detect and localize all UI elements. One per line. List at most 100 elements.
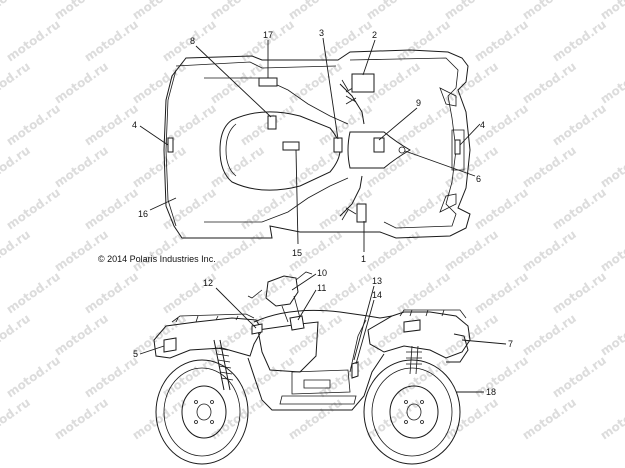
watermark-text: motod.ru (52, 227, 111, 274)
watermark-text: motod.ru (520, 59, 579, 106)
leader-12 (215, 287, 257, 329)
side-view-front-bumper (446, 333, 469, 363)
watermark-text: motod.ru (550, 17, 609, 64)
watermark-text: motod.ru (442, 395, 501, 442)
rear-wheel (155, 359, 249, 465)
watermark-text: motod.ru (394, 269, 453, 316)
callout-1: 1 (361, 254, 366, 264)
callout-17: 17 (263, 30, 273, 40)
side-view-engine (291, 369, 351, 395)
leader-6 (404, 150, 476, 177)
watermark-text: motod.ru (598, 227, 625, 274)
leader-4-right (459, 123, 481, 146)
watermark-text: motod.ru (472, 353, 531, 400)
callout-15: 15 (292, 248, 302, 258)
top-view-handlebar (339, 83, 365, 217)
leader-16 (149, 197, 177, 211)
watermark-text: motod.ru (598, 311, 625, 358)
callout-8: 8 (190, 36, 195, 46)
watermark-text: motod.ru (208, 143, 267, 190)
watermark-text: motod.ru (52, 395, 111, 442)
watermark-text: motod.ru (316, 353, 375, 400)
watermark-text: motod.ru (598, 143, 625, 190)
watermark-text: motod.ru (598, 395, 625, 442)
top-view-front-vent-right (439, 193, 457, 213)
callout-9: 9 (416, 98, 421, 108)
watermark-text: motod.ru (82, 185, 141, 232)
decal-15 (282, 141, 300, 151)
watermark-text: motod.ru (472, 185, 531, 232)
watermark-text: motod.ru (520, 395, 579, 442)
watermark-text: motod.ru (550, 269, 609, 316)
callout-12: 12 (203, 278, 213, 288)
watermark-text: motod.ru (160, 185, 219, 232)
watermark-text: motod.ru (520, 227, 579, 274)
watermark-text: motod.ru (238, 185, 297, 232)
watermark-text: motod.ru (598, 59, 625, 106)
decal-7 (403, 319, 421, 333)
watermark-text: motod.ru (394, 101, 453, 148)
watermark-text: motod.ru (472, 269, 531, 316)
watermark-text: motod.ru (550, 353, 609, 400)
top-view-atv (139, 37, 481, 252)
watermark-text: motod.ru (52, 311, 111, 358)
decal-8 (267, 115, 277, 130)
watermark-text: motod.ru (520, 143, 579, 190)
watermark-text: motod.ru (0, 59, 33, 106)
watermark-text: motod.ru (52, 59, 111, 106)
watermark-text: motod.ru (0, 311, 33, 358)
leader-2 (362, 39, 376, 76)
watermark-text: motod.ru (442, 0, 501, 22)
top-view-fuel-cap (345, 95, 357, 105)
watermark-text: motod.ru (208, 227, 267, 274)
top-view-front-vent-left (439, 87, 457, 107)
callout-18: 18 (486, 387, 496, 397)
watermark-text: motod.ru (130, 311, 189, 358)
decal-9 (373, 137, 385, 153)
callout-2: 2 (372, 30, 377, 40)
callout-6: 6 (476, 174, 481, 184)
decal-11 (289, 315, 305, 331)
side-view-floorboard (279, 395, 357, 405)
watermark-text: motod.ru (316, 17, 375, 64)
watermark-text: motod.ru (82, 269, 141, 316)
watermark-text: motod.ru (316, 101, 375, 148)
callout-16: 16 (138, 209, 148, 219)
top-view-right-rail (204, 177, 349, 223)
side-view-atv (139, 271, 507, 465)
watermark-text: motod.ru (472, 17, 531, 64)
watermark-text: motod.ru (550, 185, 609, 232)
leader-11 (297, 289, 317, 321)
leader-9 (378, 107, 418, 141)
top-view-body-outline (163, 49, 471, 239)
watermark-text: motod.ru (286, 0, 345, 22)
decal-1 (356, 203, 367, 223)
top-view-headlight (451, 129, 465, 171)
side-view-rear-fender (153, 317, 263, 359)
watermark-text: motod.ru (442, 311, 501, 358)
decal-5 (163, 337, 177, 353)
watermark-text: motod.ru (364, 143, 423, 190)
watermark-text: motod.ru (208, 395, 267, 442)
watermark-text: motod.ru (4, 17, 63, 64)
watermark-text: motod.ru (4, 101, 63, 148)
leader-4-left (139, 125, 169, 146)
side-view-handlebars (265, 275, 299, 307)
side-view-grip (247, 289, 263, 299)
watermark-text: motod.ru (442, 227, 501, 274)
watermark-text: motod.ru (550, 101, 609, 148)
callout-11: 11 (317, 283, 326, 293)
leader-10 (291, 273, 317, 291)
watermark-text: motod.ru (82, 353, 141, 400)
side-view-front-fender (367, 311, 471, 359)
leader-13 (353, 285, 375, 361)
top-view-seat-inner (225, 123, 237, 177)
top-view-left-rail (204, 77, 349, 125)
top-view-grip-right (341, 207, 357, 221)
watermark-text: motod.ru (394, 17, 453, 64)
callout-4-left: 4 (132, 120, 137, 130)
watermark-text: motod.ru (130, 395, 189, 442)
watermark-text: motod.ru (394, 185, 453, 232)
watermark-text: motod.ru (364, 311, 423, 358)
